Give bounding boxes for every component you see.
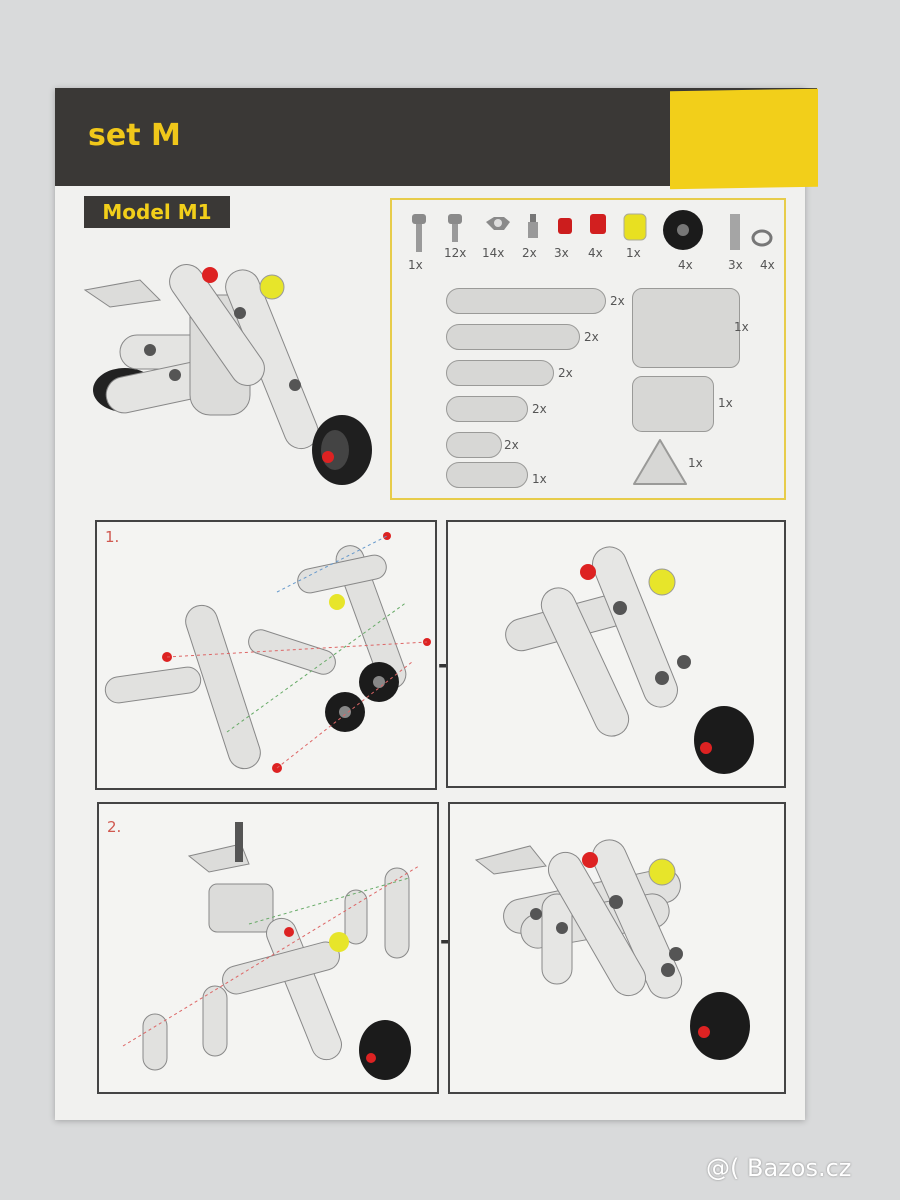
spacer-pin-icon xyxy=(528,214,538,238)
strip-double-3-hole xyxy=(446,462,528,488)
small-parts-icons xyxy=(412,210,773,252)
qty-wheel: 4x xyxy=(678,258,693,272)
qty-strip-3-hole: 2x xyxy=(504,438,519,452)
ring-icon xyxy=(751,229,773,247)
step-2-result-frame xyxy=(448,802,786,1094)
wheel-icon xyxy=(663,210,703,250)
qty-spacer-pin: 2x xyxy=(522,246,537,260)
strip-9-hole xyxy=(446,288,606,314)
qty-long-bolt: 1x xyxy=(408,258,423,272)
bracket-plate xyxy=(632,288,740,368)
step-1-result-frame xyxy=(446,520,786,788)
square-plate xyxy=(632,376,714,432)
short-bolt-icon xyxy=(448,214,462,242)
step-2-parts-frame: 2. xyxy=(97,802,439,1094)
step-1-parts-frame: 1. xyxy=(95,520,437,790)
strip-4-hole xyxy=(446,396,528,422)
qty-square-plate: 1x xyxy=(718,396,733,410)
qty-strip-7-hole: 2x xyxy=(584,330,599,344)
qty-triangle-plate: 1x xyxy=(688,456,703,470)
qty-strip-4-hole: 2x xyxy=(532,402,547,416)
qty-ring: 4x xyxy=(760,258,775,272)
model-label: Model M1 xyxy=(84,196,230,228)
qty-red-cap-tall: 4x xyxy=(588,246,603,260)
header-yellow-tab xyxy=(670,88,818,190)
long-bolt-icon xyxy=(412,214,426,252)
parts-list-box: 1x 12x 14x 2x 3x 4x 1x 4x 3x 4x 2x 2x 2x… xyxy=(390,198,786,500)
step-1-exploded-view xyxy=(104,532,431,773)
axle-tube-icon xyxy=(730,214,740,250)
watermark: @( Bazos.cz xyxy=(706,1154,852,1182)
set-title: set M xyxy=(88,118,181,153)
step-1-result-view xyxy=(505,546,754,774)
qty-red-cap-short: 3x xyxy=(554,246,569,260)
yellow-cap-icon xyxy=(623,213,647,241)
step-1-number: 1. xyxy=(105,528,120,546)
strip-5-hole xyxy=(446,360,554,386)
strip-7-hole xyxy=(446,324,580,350)
qty-strip-5-hole: 2x xyxy=(558,366,573,380)
qty-short-bolt: 12x xyxy=(444,246,467,260)
qty-axle-tube: 3x xyxy=(728,258,743,272)
triangle-plate xyxy=(633,439,687,485)
step-2-number: 2. xyxy=(107,818,122,836)
qty-strip-9-hole: 2x xyxy=(610,294,625,308)
step-2-exploded-view xyxy=(122,822,420,1080)
step-2-result-view xyxy=(474,839,750,1060)
model-body xyxy=(83,264,372,485)
model-illustration xyxy=(83,264,372,485)
qty-strip-double-3-hole: 1x xyxy=(532,472,547,486)
qty-nut: 14x xyxy=(482,246,505,260)
nut-icon xyxy=(486,217,510,230)
qty-yellow-cap: 1x xyxy=(626,246,641,260)
qty-bracket-plate: 1x xyxy=(734,320,749,334)
red-cap-tall-icon xyxy=(590,214,606,234)
strip-3-hole xyxy=(446,432,502,458)
red-cap-short-icon xyxy=(558,218,572,234)
